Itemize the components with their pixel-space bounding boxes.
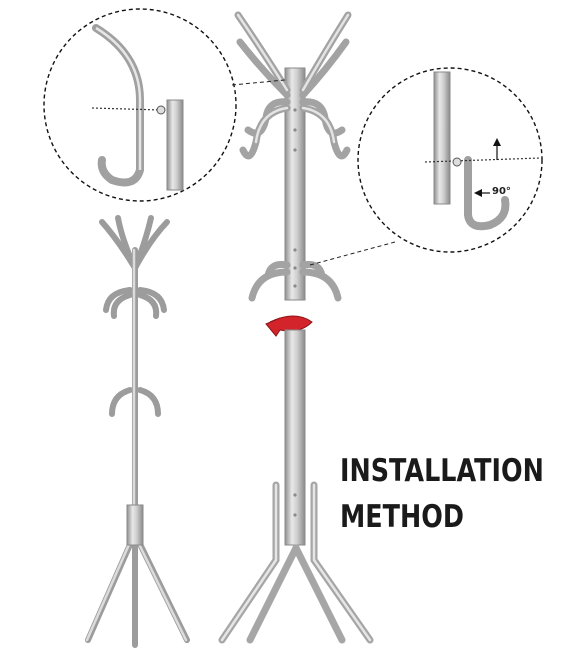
detail-circle-left: [43, 8, 286, 202]
caption-line-1: INSTALLATION: [340, 453, 544, 489]
detail-circle-right: [309, 67, 543, 266]
rack-bottom-section: [218, 329, 374, 644]
caption-line-2: METHOD: [340, 499, 464, 535]
angle-label: 90°: [492, 186, 511, 197]
twist-arrow-icon: [265, 315, 313, 337]
assembled-coat-rack: [85, 215, 190, 648]
rack-top-section: [234, 11, 352, 302]
installation-caption: INSTALLATION METHOD: [340, 448, 544, 540]
